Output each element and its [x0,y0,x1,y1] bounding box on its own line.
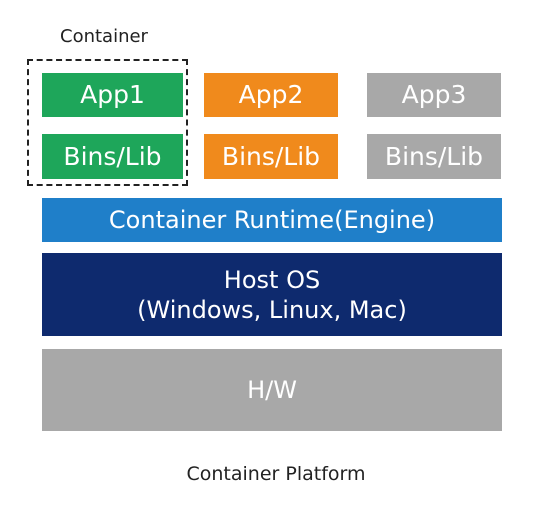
app1-box: App1 [42,73,183,117]
app1-bins-lib-box: Bins/Lib [42,134,183,179]
app3-bins-lib-box: Bins/Lib [367,134,501,179]
container-boundary [27,59,188,186]
app3-box: App3 [367,73,501,117]
diagram-caption: Container Platform [186,463,366,485]
hardware-layer: H/W [42,349,502,431]
app2-box: App2 [204,73,338,117]
host-os-subtitle: (Windows, Linux, Mac) [137,295,407,324]
app2-bins-lib-box: Bins/Lib [204,134,338,179]
container-runtime-layer: Container Runtime(Engine) [42,198,502,242]
host-os-layer: Host OS (Windows, Linux, Mac) [42,253,502,336]
container-label: Container [60,26,148,47]
host-os-title: Host OS [223,265,321,294]
